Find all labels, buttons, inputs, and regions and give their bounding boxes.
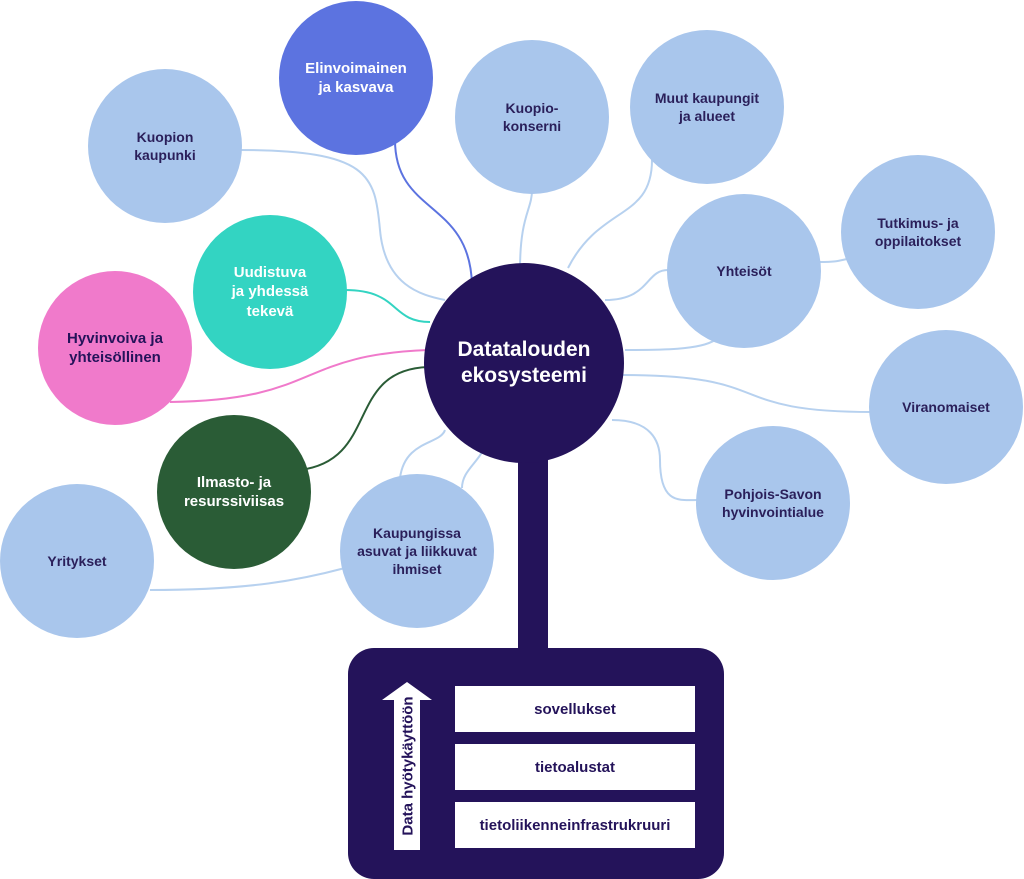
- link-muut-kaupungit: [567, 159, 653, 269]
- link-kuopio-konserni: [519, 189, 533, 271]
- node-muut-kaupungit: Muut kaupungit ja alueet: [630, 30, 784, 184]
- link-yhteisot-lower: [624, 339, 716, 351]
- node-elinvoimainen: Elinvoimainen ja kasvava: [279, 1, 433, 155]
- node-viranomaiset: Viranomaiset: [869, 330, 1023, 484]
- hub-stem: [518, 440, 548, 655]
- link-viranomaiset: [621, 374, 873, 413]
- node-kuopion-kaupunki: Kuopion kaupunki: [88, 69, 242, 223]
- link-ilmasto: [299, 366, 429, 471]
- arrow-label: Data hyötykäyttöön: [399, 696, 417, 836]
- link-uudistuva: [344, 289, 431, 323]
- node-kuopio-konserni: Kuopio- konserni: [455, 40, 609, 194]
- link-pohjois-savon: [611, 419, 699, 502]
- layer-tietoliikenne: tietoliikenneinfrastrukruuri: [455, 802, 695, 848]
- node-ilmasto: Ilmasto- ja resurssiviisas: [157, 415, 311, 569]
- data-utilization-stack: Data hyötykäyttöön sovellukset tietoalus…: [348, 648, 724, 879]
- node-datatalouden-ekosysteemi: Datatalouden ekosysteemi: [424, 263, 624, 463]
- layer-tietoalustat: tietoalustat: [455, 744, 695, 790]
- node-kaupungissa: Kaupungissa asuvat ja liikkuvat ihmiset: [340, 474, 494, 628]
- node-pohjois-savon: Pohjois-Savon hyvinvointialue: [696, 426, 850, 580]
- link-kuopion-kaupunki: [237, 149, 446, 301]
- link-yhteisot: [604, 269, 669, 301]
- node-yritykset: Yritykset: [0, 484, 154, 638]
- node-uudistuva: Uudistuva ja yhdessä tekevä: [193, 215, 347, 369]
- link-hyvinvoiva: [169, 349, 429, 403]
- node-hyvinvoiva: Hyvinvoiva ja yhteisöllinen: [38, 271, 192, 425]
- node-tutkimus: Tutkimus- ja oppilaitokset: [841, 155, 995, 309]
- link-yritykset: [149, 567, 346, 591]
- node-yhteisot: Yhteisöt: [667, 194, 821, 348]
- link-elinvoimainen: [394, 139, 473, 286]
- up-arrow-icon: [382, 682, 432, 850]
- link-kaupungissa-a: [399, 429, 446, 479]
- layer-sovellukset: sovellukset: [455, 686, 695, 732]
